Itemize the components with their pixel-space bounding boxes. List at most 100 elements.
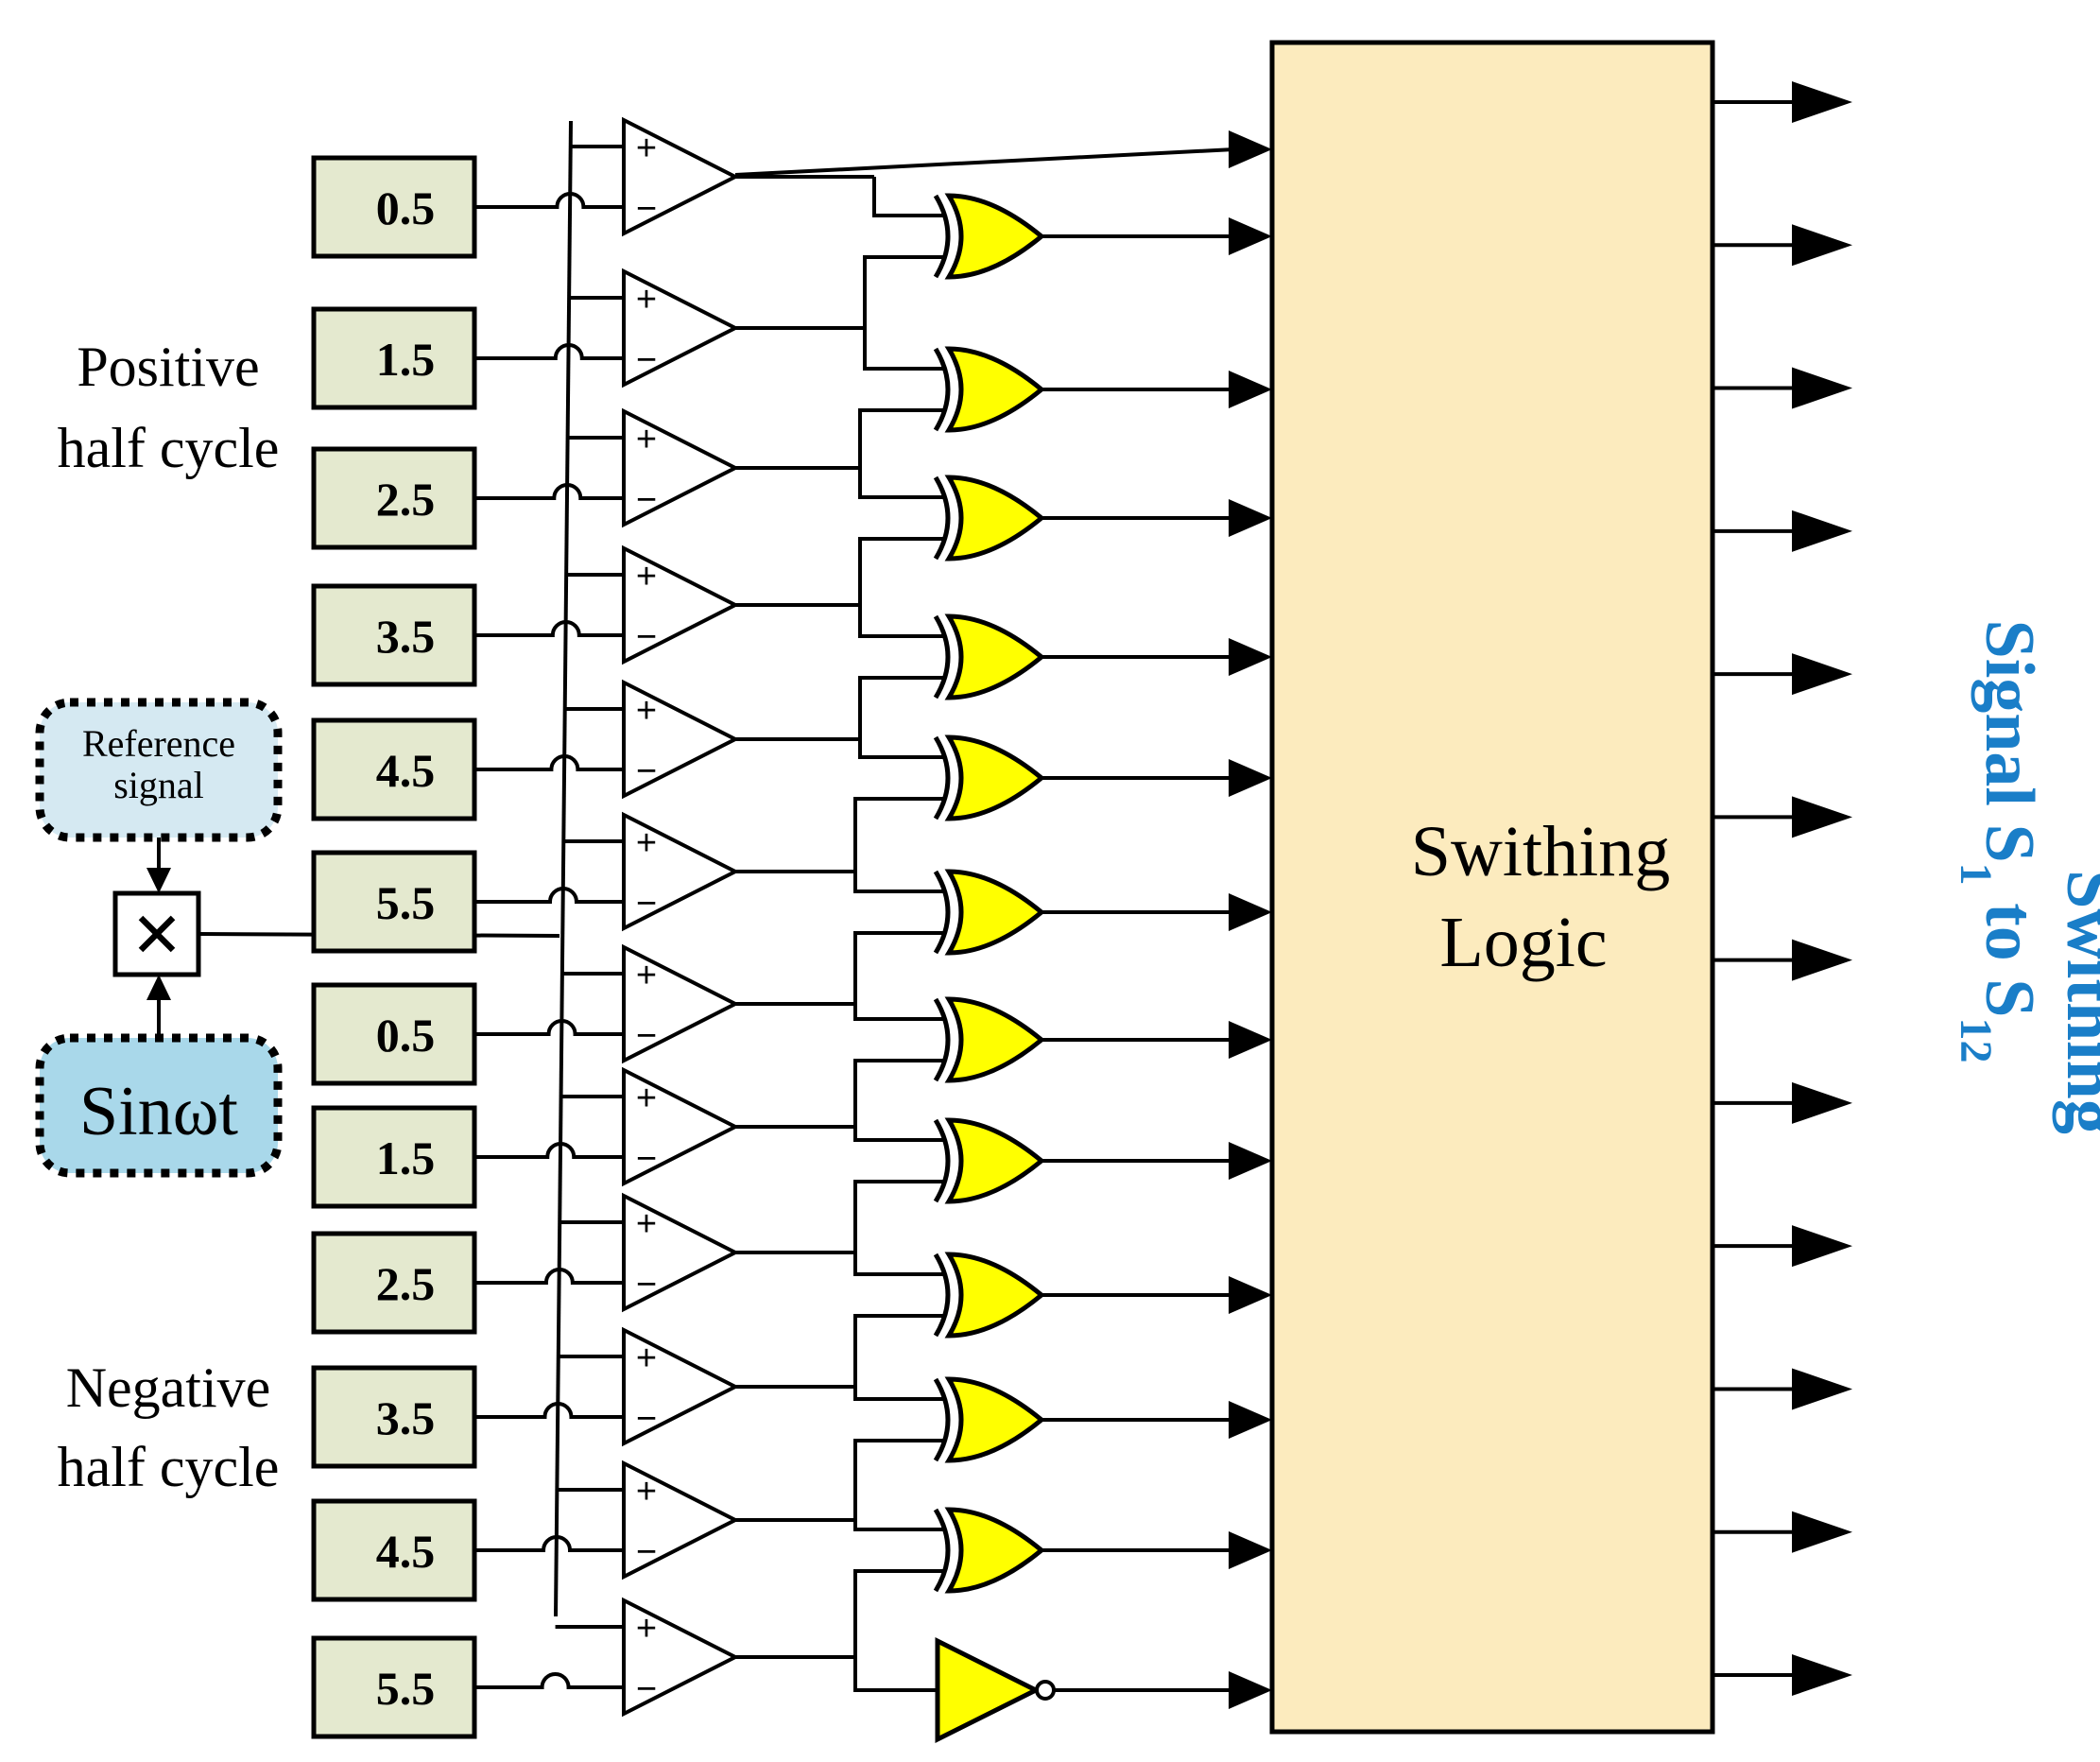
constant-box [311, 446, 477, 550]
gate-input-wire [853, 1004, 945, 1021]
gate-input-wire [853, 1520, 945, 1531]
output-label-prefix: Signal S [1971, 620, 2048, 863]
logic-input-arrow [1229, 371, 1272, 408]
logic-input-arrow [1229, 217, 1272, 255]
constant-box [311, 1105, 477, 1209]
xor-gate-input-arc [933, 1377, 951, 1462]
comparator [622, 943, 740, 1064]
gate-input-wire [863, 328, 945, 371]
constant-wire [474, 887, 624, 904]
constant-wire [474, 1268, 624, 1285]
output-label-sub2: 12 [1952, 1017, 2002, 1062]
switching-output-arrow [1792, 1225, 1852, 1268]
xor-gate-input-arc [933, 1508, 951, 1593]
plus-sign: + [636, 691, 657, 731]
minus-sign: − [636, 1139, 657, 1179]
comparator [622, 268, 740, 389]
xor-gate-input-arc [933, 735, 951, 821]
constant-value: 1.5 [376, 333, 436, 386]
constant-value: 0.5 [376, 181, 436, 234]
xor-gate [944, 193, 1045, 280]
logic-input-arrow [1229, 1671, 1272, 1709]
reference-label-line1: Reference [82, 722, 235, 765]
switching-outputs [1229, 81, 1852, 1709]
constant-box [311, 1498, 477, 1602]
logic-input-arrow [1229, 1401, 1272, 1439]
gate-input-wire [853, 1180, 945, 1252]
gate-input-wire [853, 1252, 945, 1276]
constant-box [311, 717, 477, 821]
not-gate [935, 1636, 1041, 1744]
constant-box [311, 1635, 477, 1739]
plus-sign: + [636, 1079, 657, 1118]
constant-value: 2.5 [376, 1257, 436, 1310]
minus-sign: − [636, 189, 657, 229]
xor-gate [944, 475, 1045, 561]
comparator [622, 1192, 740, 1313]
plus-sign: + [636, 956, 657, 995]
constant-value: 5.5 [376, 1662, 436, 1715]
minus-sign: − [636, 1265, 657, 1304]
gate-input-wire [853, 1127, 945, 1142]
minus-sign: − [636, 1016, 657, 1056]
constant-blocks: 0.51.52.53.54.55.50.51.52.53.54.55.5 [311, 155, 477, 1739]
constant-wire [474, 754, 624, 771]
logic-input-arrow [1229, 499, 1272, 537]
minus-sign: − [636, 1532, 657, 1572]
xor-gate [944, 1507, 1045, 1594]
xor-gate-input-arc [933, 997, 951, 1082]
comparator [622, 679, 740, 800]
gate-input-wire [853, 872, 945, 893]
output-label-sub1: 1 [1952, 863, 2002, 886]
constant-value: 5.5 [376, 876, 436, 929]
logic-input-arrow [1229, 638, 1272, 676]
multiplier-block: ✕ [112, 890, 201, 977]
constant-wire [474, 1535, 624, 1552]
switching-output-arrow [1792, 1654, 1852, 1696]
output-signal-label: Swithing [2052, 870, 2100, 1134]
positive-half-cycle-label: Positive half cycle [58, 336, 280, 479]
comparator [622, 1326, 740, 1447]
negative-half-cycle-label: Negative half cycle [58, 1356, 280, 1498]
comparator-wiring [474, 120, 1235, 1692]
xor-gate-input-arc [933, 1252, 951, 1338]
constant-box [311, 1365, 477, 1469]
gate-input-wire [853, 931, 945, 1004]
output-signal-label-2: Signal S1 to S12 [1952, 620, 2049, 1063]
plus-sign: + [636, 280, 657, 320]
reference-bus-wire [554, 120, 573, 1617]
switching-output-arrow [1792, 367, 1852, 409]
logic-input-arrow [1229, 1142, 1272, 1180]
constant-value: 2.5 [376, 473, 436, 526]
minus-sign: − [636, 751, 657, 791]
logic-gates [933, 193, 1056, 1744]
plus-sign: + [636, 823, 657, 863]
switching-output-arrow [1792, 224, 1852, 267]
constant-value: 1.5 [376, 1131, 436, 1184]
constant-value: 4.5 [376, 1525, 436, 1578]
comparator [622, 1066, 740, 1187]
positive-label-line2: half cycle [58, 417, 280, 479]
comparator [622, 116, 740, 237]
not-input-wire [853, 1657, 938, 1692]
switching-output-arrow [1792, 1511, 1852, 1553]
constant-wire [474, 1142, 624, 1159]
negative-label-line2: half cycle [58, 1436, 280, 1498]
gate-input-wire [858, 408, 945, 468]
gate-input-wire [853, 1439, 945, 1520]
switching-output-arrow [1792, 1368, 1852, 1410]
constant-box [311, 583, 477, 687]
gate-input-wire [858, 676, 945, 739]
gate-input-wire [858, 468, 945, 499]
xor-gate-input-arc [933, 194, 951, 279]
plus-sign: + [636, 420, 657, 459]
gate-input-wire [858, 537, 945, 605]
gate-input-wire [863, 255, 945, 328]
switching-logic-box [1269, 40, 1715, 1735]
xor-gate [944, 1376, 1045, 1463]
xor-gate [944, 734, 1045, 821]
xor-gate [944, 1117, 1045, 1204]
negative-label-line1: Negative [66, 1356, 271, 1419]
logic-input-arrow [1229, 1531, 1272, 1569]
